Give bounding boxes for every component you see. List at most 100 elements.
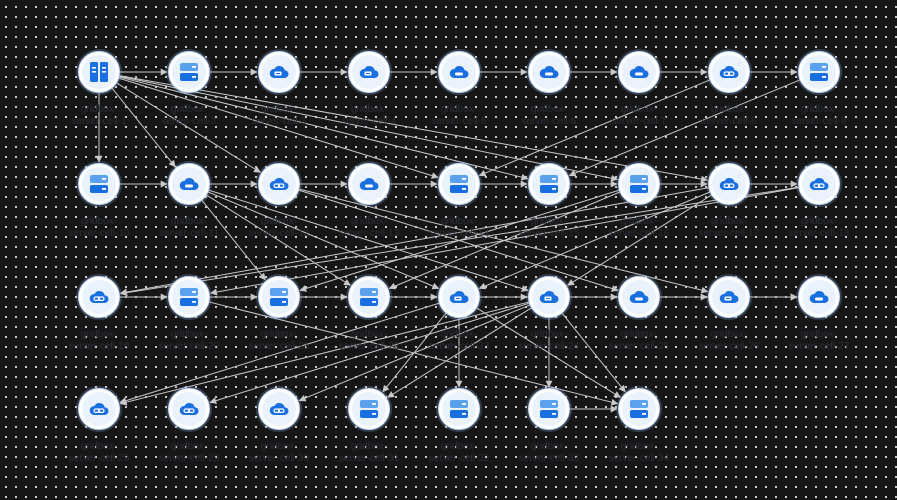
node-server-cell-11[interactable] (168, 163, 210, 205)
node-label: gridbox-server-cell-20 (134, 329, 244, 353)
edge-1-to-14[interactable] (118, 77, 439, 179)
node-server-cell-23[interactable] (438, 276, 480, 318)
edge-24-to-29[interactable] (209, 302, 530, 404)
node-label-line2: server-cell-4 (341, 116, 397, 127)
database-icon (90, 175, 108, 193)
node-server-cell-33[interactable] (528, 388, 570, 430)
node-label: gridbox-server-cell-3 (224, 104, 334, 128)
node-label-line2: server-cell-6 (521, 116, 577, 127)
edge-24-to-31[interactable] (387, 307, 532, 398)
node-label: gridbox-server-cell-26 (674, 329, 784, 353)
node-label-line2: server-cell-31 (338, 453, 400, 464)
node-label: gridbox-server-cell-7 (584, 104, 694, 128)
node-icon-badge (802, 280, 836, 314)
node-server-cell-25[interactable] (618, 276, 660, 318)
node-server-cell-4[interactable] (348, 51, 390, 93)
node-label-line2: server-cell-11 (159, 228, 219, 239)
node-server-cell-34[interactable] (618, 388, 660, 430)
edge-11-to-22[interactable] (206, 194, 351, 286)
node-label-line2: server-cell-33 (518, 453, 580, 464)
node-label-line2: server-cell-29 (158, 453, 220, 464)
edge-23-to-28[interactable] (119, 302, 440, 404)
edge-24-to-34[interactable] (561, 313, 626, 393)
node-server-cell-30[interactable] (258, 388, 300, 430)
node-server-cell-22[interactable] (348, 276, 390, 318)
node-label: gridbox-server-cell-23 (404, 329, 514, 353)
database-icon (450, 400, 468, 418)
node-label: gridbox-server-cell-4 (314, 104, 424, 128)
node-label-line1: gridbox- (80, 441, 118, 452)
node-label: gridbox-server-cell-25 (584, 329, 694, 353)
edge-17-to-19[interactable] (119, 187, 709, 296)
edge-11-to-24[interactable] (208, 189, 529, 292)
node-icon-badge (172, 167, 206, 201)
node-label-line2: server-cell-16 (608, 228, 670, 239)
node-server-cell-12[interactable] (258, 163, 300, 205)
edge-1-to-11[interactable] (111, 88, 176, 168)
node-label: gridbox-server-cell-17 (674, 216, 784, 240)
edge-24-to-30[interactable] (298, 304, 530, 402)
node-server-cell-2[interactable] (168, 51, 210, 93)
node-server-cell-18[interactable] (798, 163, 840, 205)
node-server-cell-5[interactable] (438, 51, 480, 93)
node-server-cell-14[interactable] (438, 163, 480, 205)
node-server-cell-20[interactable] (168, 276, 210, 318)
node-icon-badge (712, 280, 746, 314)
node-label: gridbox-server-cell-31 (314, 441, 424, 465)
node-server-cell-6[interactable] (528, 51, 570, 93)
node-label-line2: server-cell-17 (698, 228, 760, 239)
node-server-cell-32[interactable] (438, 388, 480, 430)
edge-8-to-14[interactable] (478, 79, 710, 177)
node-label: gridbox-server-cell-5 (404, 104, 514, 128)
cloud-icon (629, 291, 649, 304)
node-server-cell-10[interactable] (78, 163, 120, 205)
node-icon-badge (622, 280, 656, 314)
database-icon (630, 400, 648, 418)
node-label: gridbox-server-cell-32 (404, 441, 514, 465)
edge-9-to-15[interactable] (568, 79, 800, 177)
node-server-cell-17[interactable] (708, 163, 750, 205)
node-server-cell-16[interactable] (618, 163, 660, 205)
node-label-line2: server-cell-21 (248, 341, 310, 352)
edge-17-to-24[interactable] (567, 194, 712, 286)
node-label-line1: gridbox- (710, 329, 748, 340)
node-server-cell-3[interactable] (258, 51, 300, 93)
node-icon-badge (262, 280, 296, 314)
edge-11-to-23[interactable] (208, 191, 440, 290)
node-server-cell-15[interactable] (528, 163, 570, 205)
node-server-cell-9[interactable] (798, 51, 840, 93)
node-server-cell-27[interactable] (798, 276, 840, 318)
node-label-line2: server-cell-2 (161, 116, 217, 127)
node-server-cell-7[interactable] (618, 51, 660, 93)
node-icon-badge (802, 55, 836, 89)
node-label-line2: server-cell-28 (68, 453, 130, 464)
edge-1-to-16[interactable] (119, 75, 619, 182)
node-icon-badge (82, 280, 116, 314)
node-icon-badge (442, 280, 476, 314)
edge-18-to-19[interactable] (120, 186, 799, 297)
node-server-cell-29[interactable] (168, 388, 210, 430)
node-server-cell-28[interactable] (78, 388, 120, 430)
node-server-cell-26[interactable] (708, 276, 750, 318)
edge-24-to-28[interactable] (119, 301, 529, 406)
node-label-line2: server-cell-10 (68, 228, 130, 239)
node-server-cell-8[interactable] (708, 51, 750, 93)
node-icon-badge (262, 55, 296, 89)
node-label-line1: gridbox- (80, 329, 118, 340)
node-server-cell-19[interactable] (78, 276, 120, 318)
node-label: gridbox-server-cell-15 (494, 216, 604, 240)
node-label-line1: gridbox- (440, 104, 478, 115)
node-label: gridbox-server-cell-21 (224, 329, 334, 353)
node-server-cell-24[interactable] (528, 276, 570, 318)
edge-1-to-17[interactable] (119, 75, 709, 183)
node-icon-badge (532, 167, 566, 201)
edge-11-to-21[interactable] (201, 200, 266, 281)
edge-1-to-15[interactable] (119, 76, 529, 181)
edge-17-to-23[interactable] (478, 191, 710, 290)
node-server-cell-21[interactable] (258, 276, 300, 318)
edge-1-to-12[interactable] (116, 82, 261, 173)
node-server-cell-31[interactable] (348, 388, 390, 430)
node-server-cell-13[interactable] (348, 163, 390, 205)
node-server-cell-1[interactable] (78, 51, 120, 93)
edge-18-to-20[interactable] (209, 187, 799, 296)
